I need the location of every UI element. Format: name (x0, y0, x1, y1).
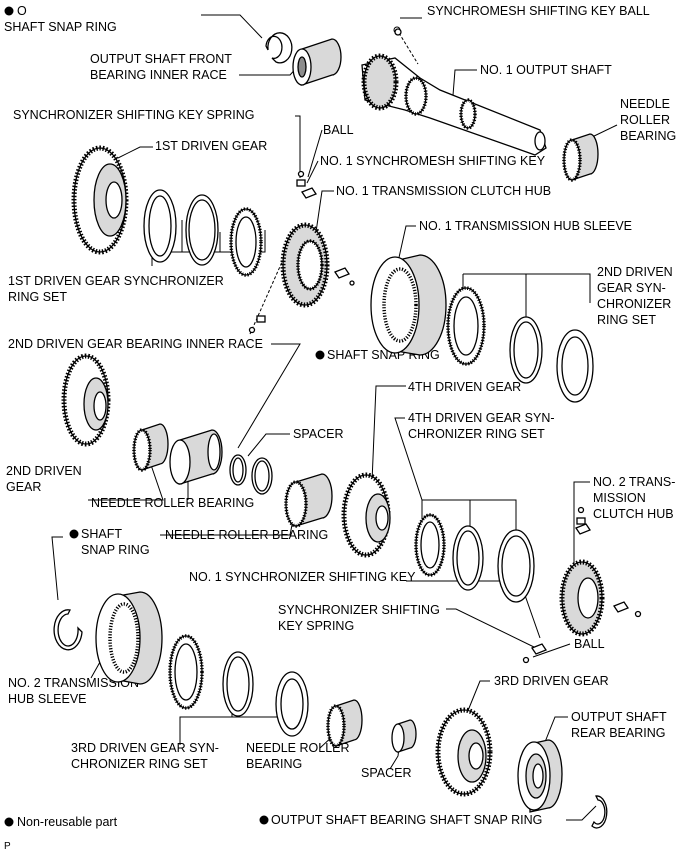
label-no1-output-shaft: NO. 1 OUTPUT SHAFT (480, 63, 612, 77)
label-third-driven-gear-sync-ring-set: 3RD DRIVEN GEAR SYN-CHRONIZER RING SET (71, 741, 219, 771)
figure-code: P (4, 841, 11, 852)
first-driven-gear (71, 145, 129, 255)
output-shaft-rear-bearing (517, 739, 563, 813)
label-no1-transmission-clutch-hub: NO. 1 TRANSMISSION CLUTCH HUB (336, 184, 551, 198)
spacer-low (391, 719, 417, 753)
label-synchromesh-shifting-key-ball: SYNCHROMESH SHIFTING KEY BALL (427, 4, 650, 18)
no1-output-shaft (361, 53, 547, 156)
label-first-driven-gear: 1ST DRIVEN GEAR (155, 139, 267, 153)
no1-transmission-hub-sleeve (370, 254, 447, 356)
non-reusable-marker (4, 6, 14, 16)
label-fourth-driven-gear-sync-ring-set: 4TH DRIVEN GEAR SYN-CHRONIZER RING SET (408, 411, 555, 441)
no2-transmission-hub-sleeve (95, 591, 163, 685)
label-synchronizer-shifting-key-spring: SYNCHRONIZER SHIFTING KEY SPRING (13, 108, 254, 122)
third-driven-gear (435, 707, 493, 797)
non-reusable-marker (69, 529, 79, 539)
parts (53, 28, 642, 829)
label-output-shaft-bearing-snap-ring-bottom: OUTPUT SHAFT BEARING SHAFT SNAP RING (271, 813, 542, 827)
label-ball-top: BALL (323, 123, 354, 137)
output-shaft-front-bearing-inner-race (292, 38, 342, 86)
legend-marker (4, 817, 14, 827)
non-reusable-marker (259, 815, 269, 825)
shifting-key-parts-top (248, 170, 355, 334)
label-no1-synchromesh-shifting-key: NO. 1 SYNCHROMESH SHIFTING KEY (320, 154, 546, 168)
needle-roller-bearing-mid2 (284, 473, 333, 528)
label-ball-low: BALL (574, 637, 605, 651)
synchromesh-shifting-key-ball (394, 28, 402, 36)
output-shaft-bearing-snap-ring-top (265, 32, 293, 64)
needle-roller-bearing-low (326, 699, 363, 748)
no1-synchronizer-shifting-key-low (522, 643, 547, 664)
non-reusable-marker (315, 350, 325, 360)
second-driven-gear-bearing-inner-race (169, 429, 223, 485)
no1-transmission-clutch-hub (280, 222, 330, 308)
label-spacer-mid: SPACER (293, 427, 343, 441)
needle-roller-bearing-mid1 (132, 423, 169, 472)
label-fourth-driven-gear: 4TH DRIVEN GEAR (408, 380, 521, 394)
output-shaft-bearing-snap-ring-bottom (591, 795, 608, 829)
label-no1-transmission-hub-sleeve: NO. 1 TRANSMISSION HUB SLEEVE (419, 219, 632, 233)
fourth-driven-gear-sync-ring-set (414, 513, 535, 603)
legend-non-reusable-part: Non-reusable part (17, 815, 118, 829)
shaft-snap-ring-mid (229, 454, 247, 486)
first-driven-gear-sync-ring-set (143, 189, 263, 277)
third-driven-gear-sync-ring-set (168, 634, 309, 737)
label-no1-synchronizer-shifting-key: NO. 1 SYNCHRONIZER SHIFTING KEY (189, 570, 416, 584)
needle-roller-bearing-top (562, 133, 599, 182)
no2-transmission-clutch-hub (559, 506, 642, 637)
label-third-driven-gear: 3RD DRIVEN GEAR (494, 674, 609, 688)
shaft-snap-ring-low (53, 609, 83, 651)
second-driven-gear (61, 353, 111, 447)
fourth-driven-gear (341, 472, 391, 558)
label-second-driven-gear-bearing-inner-race: 2ND DRIVEN GEAR BEARING INNER RACE (8, 337, 263, 351)
label-spacer-low: SPACER (361, 766, 411, 780)
second-driven-gear-sync-ring-set (446, 286, 594, 403)
spacer-mid (251, 457, 273, 495)
label-needle-roller-bearing-mid1: NEEDLE ROLLER BEARING (91, 496, 254, 510)
